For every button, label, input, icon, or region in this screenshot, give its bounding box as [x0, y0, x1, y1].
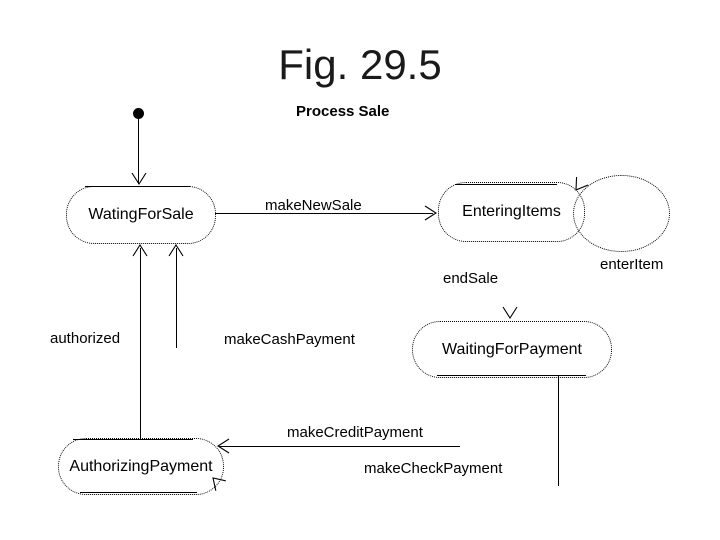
arrowhead-right-icon	[424, 205, 437, 221]
figure-title: Fig. 29.5	[278, 41, 442, 88]
transition-line-make-credit-payment	[219, 446, 460, 447]
transition-line-make-cash-payment	[176, 248, 177, 348]
self-transition-loop	[573, 175, 670, 252]
transition-label-make-credit-payment: makeCreditPayment	[287, 424, 423, 441]
state-waiting-for-payment: WaitingForPayment	[412, 321, 612, 378]
initial-transition-line	[138, 119, 139, 184]
arrowhead-up-left-icon	[212, 477, 226, 491]
transition-line-authorized	[140, 248, 141, 438]
arrowhead-up-icon	[168, 244, 184, 257]
initial-state-dot	[133, 108, 144, 119]
state-top-edge-line	[455, 184, 557, 185]
transition-label-make-new-sale: makeNewSale	[265, 197, 362, 214]
arrowhead-loop-icon	[575, 176, 589, 191]
state-wating-for-sale: WatingForSale	[66, 186, 216, 244]
state-bottom-edge-line	[437, 375, 586, 376]
state-label: WaitingForPayment	[442, 340, 582, 358]
transition-label-authorized: authorized	[50, 330, 121, 347]
arrowhead-initial-down-icon	[131, 172, 147, 185]
arrowhead-left-icon	[217, 438, 230, 454]
arrowhead-up-icon	[132, 244, 148, 257]
state-bottom-edge-line	[80, 492, 197, 493]
diagram-title: Process Sale	[296, 103, 390, 120]
state-label: EnteringItems	[462, 203, 561, 220]
state-top-edge-line	[85, 186, 190, 187]
state-label: AuthorizingPayment	[69, 457, 213, 475]
transition-label-make-cash-payment: makeCashPayment	[224, 331, 355, 348]
transition-line-from-waiting-for-payment	[558, 376, 559, 486]
state-label: WatingForSale	[88, 206, 194, 223]
transition-line-make-new-sale	[215, 213, 433, 214]
state-authorizing-payment: AuthorizingPayment	[58, 438, 224, 495]
arrowhead-down-icon	[502, 306, 518, 319]
transition-label-end-sale: endSale	[443, 270, 499, 287]
state-top-edge-line	[73, 439, 193, 440]
transition-label-enter-item: enterItem	[600, 256, 664, 273]
state-entering-items: EnteringItems	[438, 182, 585, 242]
transition-label-make-check-payment: makeCheckPayment	[364, 460, 503, 477]
